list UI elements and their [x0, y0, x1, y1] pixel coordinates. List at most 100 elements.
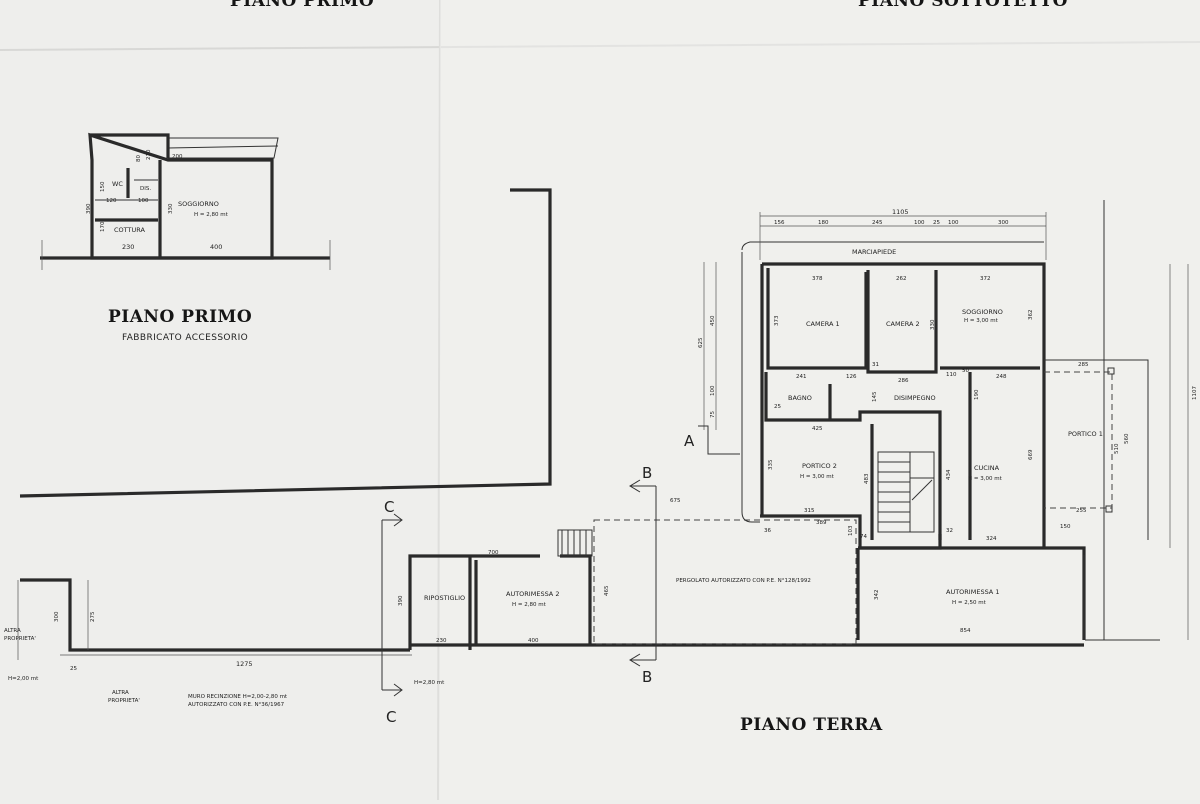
camera1-label: CAMERA 1	[806, 320, 840, 328]
dim-31: 31	[872, 362, 879, 368]
dim-190: 190	[974, 389, 980, 400]
soggiorno-terra-label: SOGGIORNO	[962, 308, 1003, 316]
dim-324: 324	[986, 536, 997, 542]
dim-465: 465	[604, 585, 610, 596]
dim-450: 450	[710, 315, 716, 326]
top-left-cut-title: PIANO PRIMO	[230, 0, 374, 11]
autorimessa2-label: AUTORIMESSA 2	[506, 590, 559, 598]
dim-25-bagno: 25	[774, 404, 781, 410]
dim-80: 80	[136, 155, 142, 162]
dim-400: 400	[210, 243, 222, 251]
height-2-00-note: H=2,00 mt	[8, 676, 39, 682]
section-b-bottom-label: B	[642, 668, 652, 686]
portico2-label: PORTICO 2	[802, 462, 837, 470]
dim-top-180: 180	[818, 220, 829, 226]
dim-top-300: 300	[998, 220, 1009, 226]
dim-170: 170	[100, 221, 106, 232]
dim-230: 230	[436, 638, 447, 644]
cucina-label: CUCINA	[974, 464, 1000, 472]
piano-primo-title: PIANO PRIMO	[108, 307, 252, 327]
section-b-top-label: B	[642, 464, 652, 482]
dim-120: 120	[106, 198, 117, 204]
piano-primo-subtitle: FABBRICATO ACCESSORIO	[122, 333, 248, 343]
pergolato-label: PERGOLATO AUTORIZZATO CON P.E. N°128/199…	[676, 578, 811, 584]
dim-669: 669	[1028, 449, 1034, 460]
soggiorno-primo-label: SOGGIORNO	[178, 200, 219, 208]
dim-483: 483	[864, 473, 870, 484]
altra-proprieta-left-1: ALTRA	[4, 628, 21, 634]
dim-434: 434	[946, 469, 952, 480]
dim-74: 74	[860, 534, 867, 540]
dim-510: 510	[1114, 443, 1120, 454]
dim-100-left: 100	[710, 385, 716, 396]
portico2-height: H = 3,00 mt	[800, 474, 835, 480]
dim-200: 200	[172, 154, 183, 160]
dim-230: 230	[122, 243, 134, 251]
dim-top-100b: 100	[948, 220, 959, 226]
dim-425: 425	[812, 426, 823, 432]
dim-854: 854	[960, 628, 971, 634]
dim-262: 262	[896, 276, 907, 282]
autorimessa1-label: AUTORIMESSA 1	[946, 588, 999, 596]
cucina-height: H = 3,00 mt	[968, 476, 1003, 482]
dim-390: 390	[398, 595, 404, 606]
dim-top-100: 100	[914, 220, 925, 226]
section-c-bottom-label: C	[386, 708, 396, 726]
section-c-top-label: C	[384, 498, 394, 516]
dim-286: 286	[898, 378, 909, 384]
dim-342: 342	[874, 590, 880, 601]
dim-top-245: 245	[872, 220, 883, 226]
dim-150: 150	[100, 181, 106, 192]
camera2-label: CAMERA 2	[886, 320, 920, 328]
dim-top-156: 156	[774, 220, 785, 226]
dim-1107: 1107	[1192, 386, 1198, 400]
dim-362: 362	[1028, 310, 1034, 321]
dim-50: 50	[962, 368, 969, 374]
dim-75: 75	[710, 411, 716, 418]
height-2-80-note: H=2,80 mt	[414, 680, 445, 686]
dim-255: 255	[1076, 508, 1087, 514]
top-right-cut-title: PIANO SOTTOTETTO	[858, 0, 1068, 11]
dim-145: 145	[872, 391, 878, 402]
wc-label: WC	[112, 180, 123, 188]
muro-autorizzato-note: AUTORIZZATO CON P.E. N°36/1967	[188, 702, 285, 708]
dim-241: 241	[796, 374, 807, 380]
dim-335: 335	[768, 459, 774, 470]
piano-primo-plan: WC DIS. SOGGIORNO H = 2,80 mt COTTURA 80…	[40, 132, 331, 270]
main-stair	[877, 451, 935, 533]
dim-372: 372	[980, 276, 991, 282]
dim-32: 32	[946, 528, 953, 534]
dim-210: 210	[146, 149, 152, 160]
dim-300: 300	[54, 611, 60, 622]
dis-label: DIS.	[140, 186, 151, 192]
dim-389: 389	[816, 520, 827, 526]
dim-330: 330	[168, 203, 174, 214]
dim-625: 625	[698, 337, 704, 348]
cottura-label: COTTURA	[114, 226, 145, 234]
dim-373: 373	[774, 315, 780, 326]
soggiorno-primo-height: H = 2,80 mt	[194, 212, 229, 218]
altra-proprieta-bottom-2: PROPRIETA'	[108, 698, 140, 704]
dim-150-portico: 150	[1060, 524, 1071, 530]
section-a-label: A	[684, 432, 695, 450]
dim-25: 25	[70, 666, 77, 672]
soggiorno-terra-height: H = 3,00 mt	[964, 318, 999, 324]
bagno-label: BAGNO	[788, 394, 812, 402]
dim-378: 378	[812, 276, 823, 282]
dim-top-25: 25	[933, 220, 940, 226]
autorimessa1-height: H = 2,50 mt	[952, 600, 987, 606]
terra-dimensions: 378 262 372 373 330 362 241 126 31 286 1…	[398, 276, 1198, 644]
section-markers: A B B C C	[381, 425, 740, 726]
muro-recinzione-note: MURO RECINZIONE H=2,00-2,80 mt	[188, 694, 288, 700]
dim-total-1105: 1105	[892, 208, 909, 216]
dim-275: 275	[90, 611, 96, 622]
dim-390: 390	[86, 203, 92, 214]
altra-proprieta-bottom-1: ALTRA	[112, 690, 129, 696]
marciapiede-label: MARCIAPIEDE	[852, 248, 896, 256]
dim-103: 103	[848, 525, 854, 536]
disimpegno-label: DISIMPEGNO	[894, 394, 936, 402]
dim-700: 700	[488, 550, 499, 556]
ripostiglio-label: RIPOSTIGLIO	[424, 594, 465, 602]
dim-560: 560	[1124, 433, 1130, 444]
